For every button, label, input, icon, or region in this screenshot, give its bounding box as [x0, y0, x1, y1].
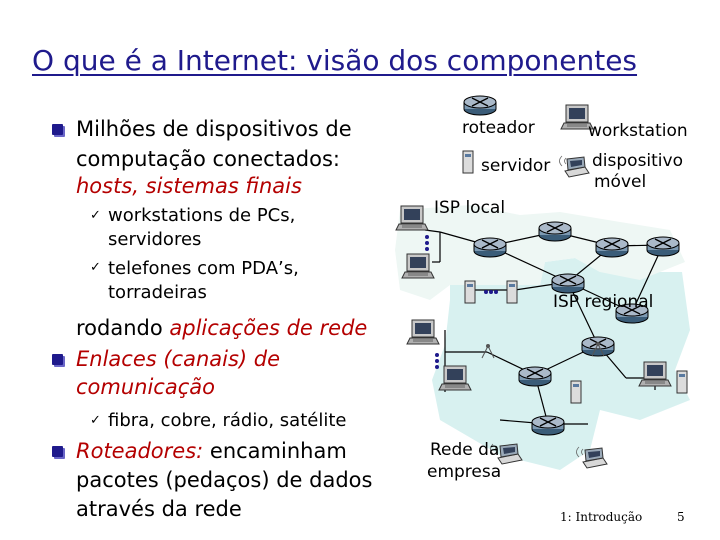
bullet3-line1-rest: encaminham: [203, 439, 347, 463]
router-icon: [473, 237, 507, 258]
bullet1-hosts: hosts, sistemas finais: [76, 174, 302, 198]
bullet3-highlight: Roteadores:: [76, 439, 204, 463]
regional-isp-label: ISP regional: [553, 292, 654, 312]
router-icon: [531, 415, 565, 436]
sub-bullet-toasters: torradeiras: [108, 282, 207, 303]
workstation-icon: [401, 253, 435, 279]
checkmark-icon: ✓: [90, 260, 101, 275]
router-icon: [463, 95, 497, 116]
mobile-device-icon: [582, 447, 608, 469]
workstation-icon: [406, 319, 440, 345]
checkmark-icon: ✓: [90, 413, 101, 428]
bullet-square-icon: [52, 446, 63, 457]
bullet3-line2: pacotes (pedaços) de dados: [76, 468, 373, 492]
sub-bullet-phones: telefones com PDA’s,: [108, 258, 299, 279]
running-prefix: rodando: [76, 316, 170, 340]
bullet2-line2: comunicação: [76, 375, 215, 399]
legend-mobile-label-1: dispositivo: [592, 151, 683, 171]
router-icon: [518, 366, 552, 387]
workstation-icon: [638, 361, 672, 387]
bullet1-line1: Milhões de dispositivos de: [76, 117, 352, 141]
router-icon: [646, 236, 680, 257]
workstation-icon: [438, 365, 472, 391]
server-icon: [462, 150, 474, 174]
checkmark-icon: ✓: [90, 208, 101, 223]
page-number: 5: [677, 510, 685, 524]
legend-mobile-label-2: móvel: [594, 172, 647, 192]
company-network-label-1: Rede da: [430, 440, 500, 460]
regional-isp-region: [395, 205, 685, 300]
router-icon: [538, 221, 572, 242]
sub-bullet-pcs: workstations de PCs,: [108, 205, 296, 226]
wireless-wave-icon: [490, 155, 584, 458]
running-highlight: aplicações de rede: [169, 316, 368, 340]
bullet-square-icon: [52, 124, 63, 135]
company-network-label-2: empresa: [427, 462, 502, 482]
sub-bullet-media: fibra, cobre, rádio, satélite: [108, 410, 347, 431]
server-icon: [676, 370, 688, 394]
workstation-icon: [395, 205, 429, 231]
local-isp-label: ISP local: [434, 198, 506, 218]
sub-bullet-servers: servidores: [108, 229, 202, 250]
server-rack-dots: [425, 235, 498, 369]
legend-workstation-label: workstation: [588, 121, 688, 141]
legend-router-label: roteador: [462, 118, 535, 138]
server-icon: [570, 380, 582, 404]
running-apps-line: rodando aplicações de rede: [76, 315, 367, 341]
bullet-square-icon: [52, 354, 63, 365]
router-icon: [551, 273, 585, 294]
slide-title: O que é a Internet: visão dos componente…: [32, 44, 638, 77]
bullet3-line1: Roteadores: encaminham: [76, 438, 347, 464]
legend-server-label: servidor: [481, 156, 551, 176]
bullet3-line3: através da rede: [76, 497, 242, 521]
router-icon: [581, 336, 615, 357]
bullet2-line1: Enlaces (canais) de: [76, 347, 281, 371]
footer-section: 1: Introdução: [560, 510, 643, 524]
server-icon: [506, 280, 518, 304]
server-icon: [464, 280, 476, 304]
bullet1-line2: computação conectados:: [76, 147, 340, 171]
mobile-device-icon: [564, 156, 590, 178]
router-icon: [595, 237, 629, 258]
